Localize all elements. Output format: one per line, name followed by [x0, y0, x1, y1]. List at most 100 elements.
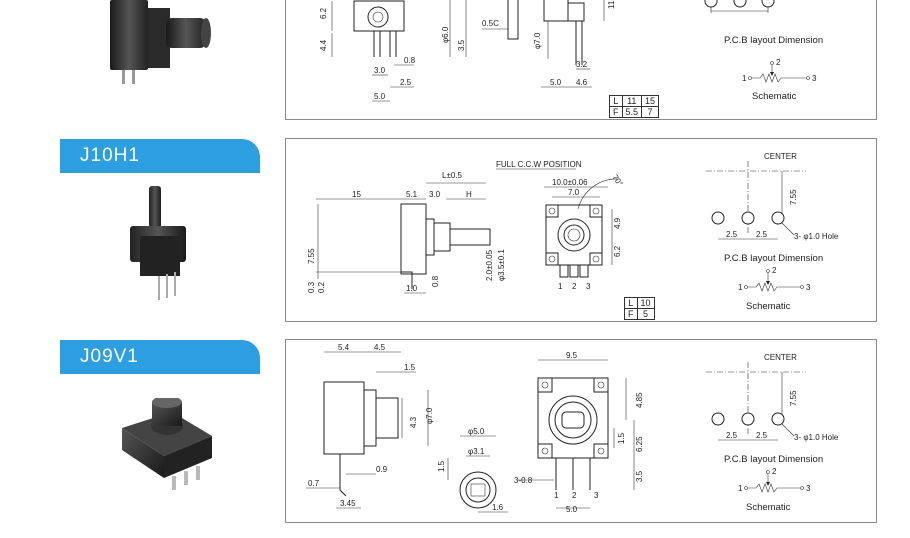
table-cell: F [624, 308, 638, 320]
dim-label: 5.0 [566, 505, 578, 514]
product-photo-j09v1 [112, 396, 222, 498]
lf-table: L 11 15 F 5.5 7 [609, 95, 660, 118]
dim-label: 6.2 [613, 245, 622, 257]
dim-label: 7.55 [789, 189, 798, 205]
pcb-layout-label: P.C.B layout Dimension [724, 35, 823, 46]
dim-label: 0.7 [308, 479, 320, 488]
dim-label: 1.5 [617, 432, 626, 444]
pin-label: 1 [742, 74, 747, 83]
dim-label: 3-0.8 [514, 476, 533, 485]
dim-label: 3.5 [635, 470, 644, 482]
dim-label: 4.9 [613, 217, 622, 229]
product-photo-j10h1 [122, 186, 202, 306]
dim-label: φ5.0 [468, 427, 485, 436]
schematic-label: Schematic [746, 301, 791, 312]
pin-label: 1 [558, 282, 563, 291]
dim-label: 4.6 [576, 78, 588, 87]
dim-label: 1.6 [492, 503, 504, 512]
dim-label: 4.4 [319, 39, 328, 51]
dim-label: 2.0±0.05 [485, 249, 494, 281]
dim-label: 3.0 [374, 66, 386, 75]
table-cell: 11 [621, 95, 643, 107]
table-cell: 5.5 [621, 106, 643, 118]
table-cell: 7 [641, 106, 660, 118]
drawing-panel-j09v1: 5.4 4.5 1.5 4.3 φ7.0 0.9 0.7 3.45 φ5.0 φ… [285, 339, 877, 523]
pin-label: 3 [812, 74, 817, 83]
dim-label: H [466, 190, 472, 199]
dim-label: 11 [607, 0, 616, 9]
dim-label: 1.5 [404, 363, 416, 372]
pin-label: 1 [554, 491, 559, 500]
dim-label: 5.0 [550, 78, 562, 87]
dim-label: 2.5 [726, 230, 738, 239]
dim-label: 4.3 [409, 416, 418, 428]
pin-label: 2 [572, 282, 577, 291]
shaft-circle [367, 6, 389, 28]
dim-label: φ3.1 [468, 447, 485, 456]
lf-table: L 10 F 5 [624, 297, 655, 320]
dim-label: φ7.0 [425, 407, 434, 424]
dim-label: 0.8 [431, 275, 440, 287]
body-outline [400, 203, 427, 275]
center-label: CENTER [764, 353, 797, 362]
table-cell: L [609, 95, 623, 107]
model-tag-j10h1: J10H1 [60, 139, 260, 173]
dim-label: 3.0 [429, 190, 441, 199]
dim-label: 0.8 [404, 56, 416, 65]
dim-label: 15 [352, 190, 361, 199]
pin-label: 3 [806, 484, 811, 493]
table-cell: F [609, 106, 623, 118]
dim-label: 5.1 [406, 190, 418, 199]
dim-label: 0.3 [307, 281, 316, 293]
angle-label: 70° [610, 173, 624, 188]
dim-label: 4.5 [374, 343, 386, 352]
hole-label: 3- φ1.0 Hole [794, 232, 839, 241]
dim-label: 3.45 [340, 499, 356, 508]
body-outline [353, 0, 405, 32]
pin-label: 1 [738, 283, 743, 292]
pin-label: 2 [572, 491, 577, 500]
dim-label: L±0.5 [442, 171, 463, 180]
shaft-end-circle [459, 471, 497, 509]
table-cell: 15 [641, 95, 660, 107]
pin-label: 3 [806, 283, 811, 292]
dim-label: 7.55 [307, 248, 316, 264]
dim-label: 2.5 [756, 230, 768, 239]
pin-label: 2 [772, 467, 777, 476]
body-outline [323, 381, 365, 455]
drawing-panel-top: 6.2 4.4 3.0 5.0 0.8 2.5 φ6.0 3.5 0.5C φ7… [285, 0, 877, 120]
dim-label: 3.2 [576, 60, 588, 69]
front-body [537, 377, 609, 459]
pin-label: 2 [776, 58, 781, 67]
drawing-panel-j10h1: L±0.5 H 15 5.1 3.0 7.55 0.3 0.2 1.0 0.8 … [285, 138, 877, 322]
pin-label: 3 [594, 491, 599, 500]
schematic-label: Schematic [746, 502, 791, 513]
dim-label: 3.5 [457, 39, 466, 51]
shaft-outline [375, 397, 399, 439]
table-cell: L [624, 297, 638, 309]
dim-label: φ3.5±0.1 [497, 249, 506, 281]
pin-label: 3 [586, 282, 591, 291]
pcb-layout-label: P.C.B layout Dimension [724, 253, 823, 264]
hole-label: 3- φ1.0 Hole [794, 433, 839, 442]
dim-label: φ7.0 [533, 32, 542, 49]
dim-label: φ6.0 [441, 26, 450, 43]
pcb-layout-label: P.C.B layout Dimension [724, 454, 823, 465]
product-photo-top [100, 0, 220, 90]
dim-label: 0.2 [317, 281, 326, 293]
dim-label: 0.9 [376, 465, 388, 474]
pin-label: 1 [738, 484, 743, 493]
front-body [545, 204, 603, 266]
dim-label: 10.0±0.06 [552, 178, 588, 187]
table-cell: 5 [636, 308, 655, 320]
table-cell: 10 [636, 297, 655, 309]
schematic-label: Schematic [752, 91, 797, 102]
dim-label: 4.85 [635, 392, 644, 408]
model-tag-j09v1: J09V1 [60, 340, 260, 374]
dim-label: 2.5 [400, 78, 412, 87]
dim-label: 2.5 [756, 431, 768, 440]
dim-label: 0.5C [482, 19, 499, 28]
dim-label: 7.0 [568, 188, 580, 197]
dim-label: 7.55 [789, 390, 798, 406]
resistor-symbol [748, 282, 800, 292]
